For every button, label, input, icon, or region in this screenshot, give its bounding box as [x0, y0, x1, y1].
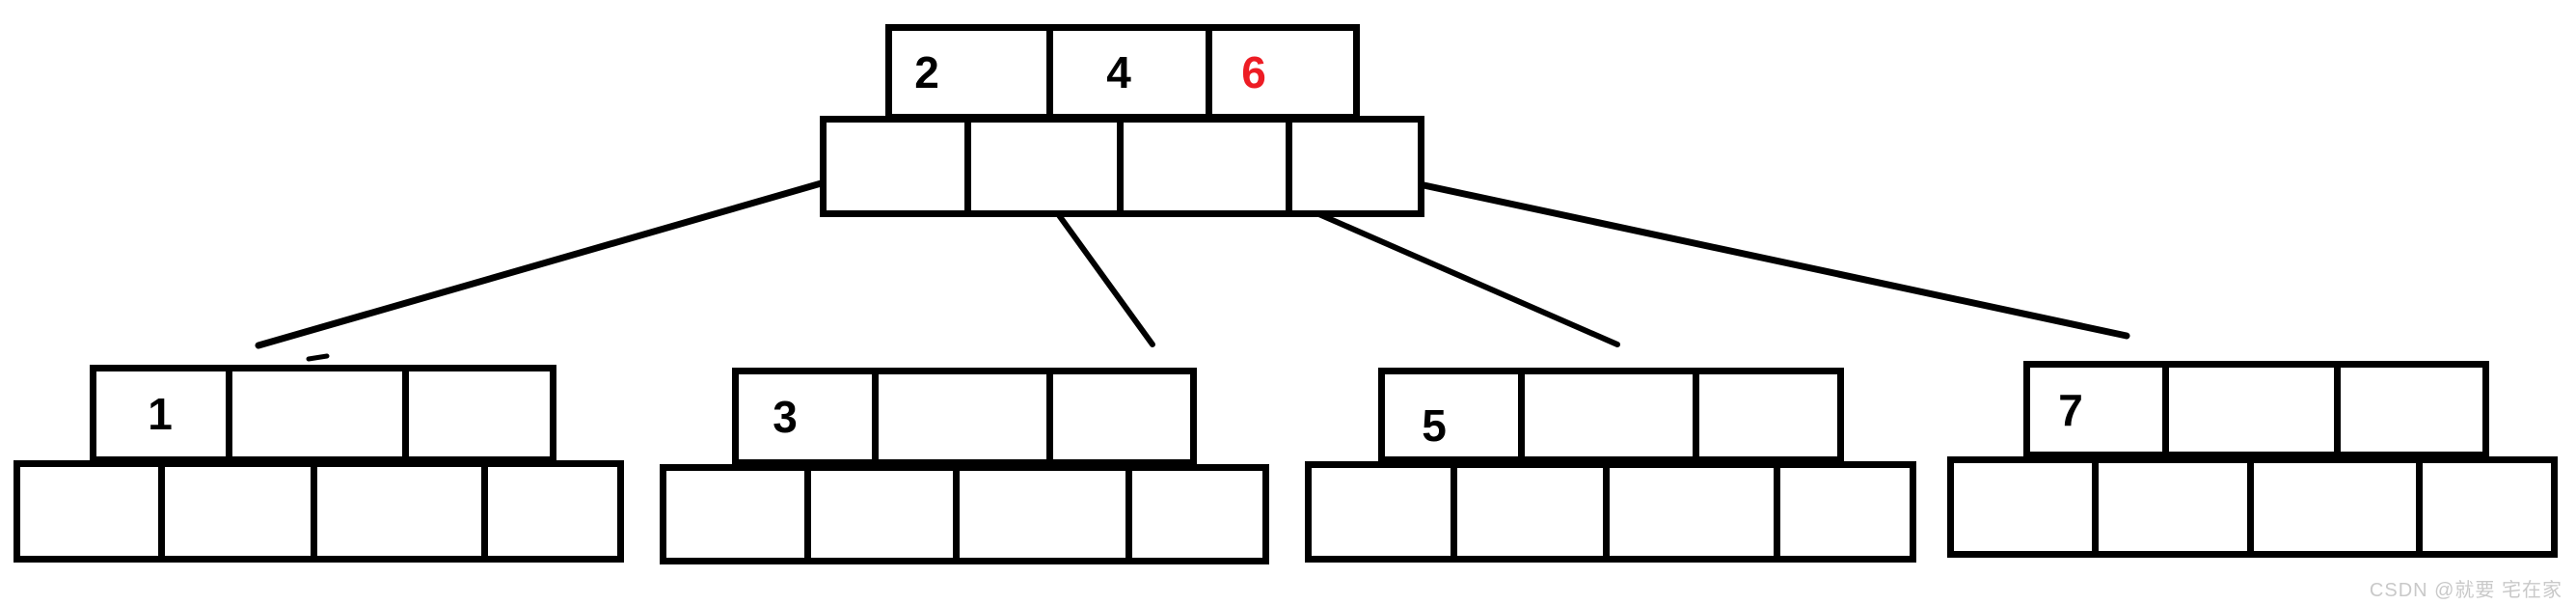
child2-pointer-cell-3: [960, 471, 1125, 558]
cell-divider: [1286, 123, 1292, 210]
child1-pointer-cell-2: [165, 467, 311, 556]
tree-edge: [306, 353, 330, 362]
cell-divider: [226, 371, 232, 456]
child4-key-cell-2: [2169, 368, 2334, 452]
cell-divider: [2247, 463, 2254, 551]
cell-divider: [1451, 468, 1457, 556]
child1-pointer-cell-1: [20, 467, 158, 556]
child3-pointer-cell-3: [1610, 468, 1774, 556]
child4-pointer-cell-3: [2254, 463, 2416, 551]
cell-divider: [1046, 31, 1053, 114]
child4-pointer-row: [1947, 456, 2558, 558]
cell-divider: [804, 471, 811, 558]
root-pointer-cell-3: [1124, 123, 1286, 210]
cell-divider: [311, 467, 317, 556]
cell-divider: [2334, 368, 2341, 452]
cell-divider: [1206, 31, 1212, 114]
child2-key-value: 3: [773, 392, 798, 442]
child1-key-cell-3: [409, 371, 550, 456]
cell-divider: [964, 123, 971, 210]
child4-keys-row: 7: [2023, 361, 2489, 458]
root-pointer-cell-4: [1292, 123, 1418, 210]
csdn-watermark: CSDN @就要 宅在家: [2369, 580, 2562, 601]
cell-divider: [1603, 468, 1610, 556]
cell-divider: [2416, 463, 2423, 551]
child1-pointer-row: [14, 460, 624, 563]
root-key-cell-3: [1212, 31, 1353, 114]
cell-divider: [2162, 368, 2169, 452]
child2-key-cell-2: [879, 374, 1046, 459]
child2-pointer-row: [660, 464, 1269, 564]
cell-divider: [953, 471, 960, 558]
child3-key-value: 5: [1422, 399, 1447, 451]
cell-divider: [1117, 123, 1124, 210]
cell-divider: [1125, 471, 1132, 558]
cell-divider: [1693, 374, 1699, 456]
child1-key-cell-2: [232, 371, 402, 456]
child2-pointer-cell-4: [1132, 471, 1262, 558]
child2-keys-row: 3: [732, 368, 1197, 466]
child4-key-cell-1: [2030, 368, 2162, 452]
child4-pointer-cell-1: [1954, 463, 2092, 551]
root-key-value-2: 2: [914, 47, 939, 97]
root-key-value-6: 6: [1241, 47, 1266, 97]
cell-divider: [481, 467, 488, 556]
root-pointer-cell-2: [971, 123, 1117, 210]
child2-pointer-cell-1: [666, 471, 804, 558]
cell-divider: [1518, 374, 1525, 456]
child3-pointer-cell-1: [1312, 468, 1451, 556]
child2-pointer-cell-2: [811, 471, 953, 558]
child4-key-value: 7: [2058, 384, 2083, 435]
child1-keys-row: 1: [90, 365, 556, 463]
child2-key-cell-3: [1053, 374, 1190, 459]
child1-pointer-cell-4: [488, 467, 617, 556]
child4-pointer-cell-2: [2099, 463, 2247, 551]
child2-key-cell-1: [739, 374, 872, 459]
root-keys-row: 2 4 6: [885, 24, 1360, 121]
child3-keys-row: 5: [1378, 368, 1844, 463]
cell-divider: [1774, 468, 1780, 556]
cell-divider: [2092, 463, 2099, 551]
cell-divider: [1046, 374, 1053, 459]
child1-pointer-cell-3: [317, 467, 481, 556]
cell-divider: [872, 374, 879, 459]
child3-pointer-cell-2: [1457, 468, 1603, 556]
cell-divider: [158, 467, 165, 556]
child3-pointer-cell-4: [1780, 468, 1910, 556]
child1-key-value: 1: [148, 389, 173, 439]
child3-key-cell-2: [1525, 374, 1693, 456]
child4-pointer-cell-4: [2423, 463, 2551, 551]
root-pointer-row: [820, 116, 1424, 217]
tree-edge: [255, 162, 885, 349]
tree-edge: [1330, 162, 2130, 340]
child4-key-cell-3: [2341, 368, 2482, 452]
root-pointer-cell-1: [827, 123, 964, 210]
root-key-value-4: 4: [1106, 47, 1131, 97]
cell-divider: [402, 371, 409, 456]
child3-key-cell-3: [1699, 374, 1837, 456]
child3-key-cell-1: [1385, 374, 1518, 456]
child3-pointer-row: [1305, 461, 1916, 563]
